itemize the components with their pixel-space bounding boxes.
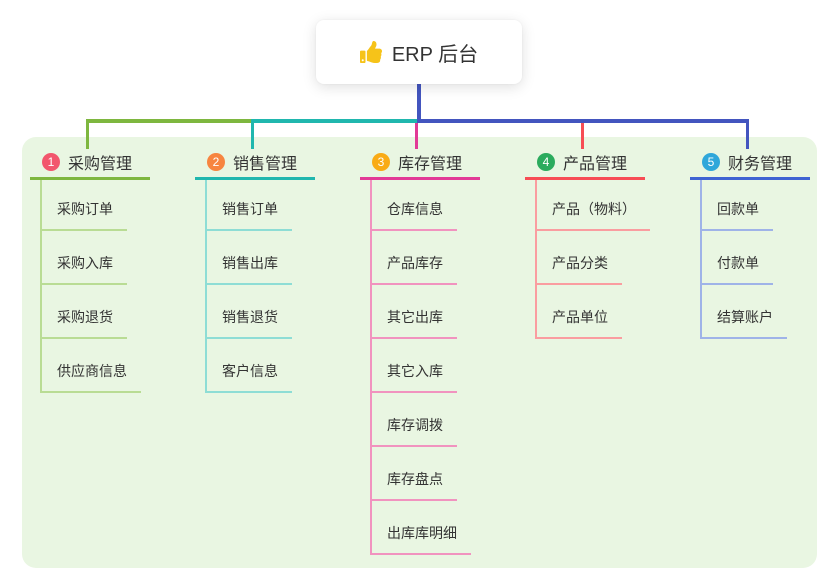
branch-title-label: 财务管理 (728, 156, 793, 173)
child-row: 销售退货 (195, 285, 292, 339)
bus-line-right (419, 119, 749, 123)
canvas-panel (22, 137, 817, 568)
child-row: 出库库明细 (360, 501, 471, 555)
child-row: 产品（物料） (525, 177, 650, 231)
child-node[interactable]: 回款单 (700, 199, 773, 231)
child-row: 产品单位 (525, 285, 650, 339)
root-node[interactable]: ERP 后台 (316, 20, 522, 84)
child-row: 其它入库 (360, 339, 471, 393)
child-row: 供应商信息 (30, 339, 141, 393)
child-node[interactable]: 产品库存 (370, 253, 457, 285)
branch-column: 4 产品管理产品（物料） 产品分类产品单位 (525, 147, 675, 339)
child-row: 其它出库 (360, 285, 471, 339)
child-node[interactable]: 付款单 (700, 253, 773, 285)
child-row: 仓库信息 (360, 177, 471, 231)
branch-column: 2 销售管理销售订单销售出库销售退货客户信息 (195, 147, 345, 393)
child-node[interactable]: 采购入库 (40, 253, 127, 285)
child-node[interactable]: 客户信息 (205, 361, 292, 393)
child-row: 回款单 (690, 177, 787, 231)
child-node[interactable]: 出库库明细 (370, 523, 471, 555)
branch-title-label: 产品管理 (563, 156, 628, 173)
branch-number-badge: 4 (537, 153, 555, 171)
child-node[interactable]: 采购订单 (40, 199, 127, 231)
branch-title-node[interactable]: 5 财务管理 (690, 147, 810, 180)
bus-line-mid (251, 119, 421, 123)
child-node[interactable]: 销售退货 (205, 307, 292, 339)
branch-title-node[interactable]: 1 采购管理 (30, 147, 150, 180)
branch-spine-line (205, 180, 207, 393)
child-node[interactable]: 供应商信息 (40, 361, 141, 393)
branch-drop-line (251, 119, 254, 149)
child-node[interactable]: 库存盘点 (370, 469, 457, 501)
branch-drop-line (86, 119, 89, 149)
child-row: 采购订单 (30, 177, 141, 231)
branch-title-label: 采购管理 (68, 156, 133, 173)
child-node[interactable]: 仓库信息 (370, 199, 457, 231)
child-node[interactable]: 其它出库 (370, 307, 457, 339)
branch-column: 5 财务管理回款单付款单结算账户 (690, 147, 839, 339)
branch-spine-line (40, 180, 42, 393)
branch-column: 1 采购管理采购订单采购入库采购退货供应商信息 (30, 147, 180, 393)
child-row: 销售订单 (195, 177, 292, 231)
root-title: ERP 后台 (391, 43, 479, 66)
branch-title-node[interactable]: 4 产品管理 (525, 147, 645, 180)
branch-number-badge: 1 (42, 153, 60, 171)
branch-drop-line (415, 119, 418, 149)
branch-number-badge: 5 (702, 153, 720, 171)
branch-title-node[interactable]: 3 库存管理 (360, 147, 480, 180)
branch-title-label: 库存管理 (398, 156, 463, 173)
child-row: 采购退货 (30, 285, 141, 339)
branch-drop-line (746, 119, 749, 149)
child-node[interactable]: 产品（物料） (535, 199, 650, 231)
branch-spine-line (700, 180, 702, 339)
child-row: 库存盘点 (360, 447, 471, 501)
branch-spine-line (370, 180, 372, 555)
branch-column: 3 库存管理仓库信息产品库存其它出库其它入库库存调拨库存盘点出库库明细 (360, 147, 510, 555)
branch-children: 销售订单销售出库销售退货客户信息 (195, 177, 292, 393)
child-row: 库存调拨 (360, 393, 471, 447)
trunk-line (417, 84, 421, 123)
child-row: 结算账户 (690, 285, 787, 339)
branch-spine-line (535, 180, 537, 339)
child-node[interactable]: 产品单位 (535, 307, 622, 339)
child-row: 产品库存 (360, 231, 471, 285)
child-node[interactable]: 销售出库 (205, 253, 292, 285)
branch-children: 回款单付款单结算账户 (690, 177, 787, 339)
branch-children: 产品（物料） 产品分类产品单位 (525, 177, 650, 339)
child-row: 产品分类 (525, 231, 650, 285)
child-row: 采购入库 (30, 231, 141, 285)
child-node[interactable]: 库存调拨 (370, 415, 457, 447)
branch-title-label: 销售管理 (233, 156, 298, 173)
child-node[interactable]: 销售订单 (205, 199, 292, 231)
branch-title-node[interactable]: 2 销售管理 (195, 147, 315, 180)
branch-drop-line (581, 119, 584, 149)
thumbs-up-icon (359, 41, 382, 63)
child-node[interactable]: 结算账户 (700, 307, 787, 339)
branch-children: 仓库信息产品库存其它出库其它入库库存调拨库存盘点出库库明细 (360, 177, 471, 555)
branch-children: 采购订单采购入库采购退货供应商信息 (30, 177, 141, 393)
bus-line-left (86, 119, 254, 123)
child-node[interactable]: 其它入库 (370, 361, 457, 393)
child-row: 付款单 (690, 231, 787, 285)
branch-number-badge: 2 (207, 153, 225, 171)
branch-number-badge: 3 (372, 153, 390, 171)
child-node[interactable]: 产品分类 (535, 253, 622, 285)
child-node[interactable]: 采购退货 (40, 307, 127, 339)
child-row: 客户信息 (195, 339, 292, 393)
child-row: 销售出库 (195, 231, 292, 285)
